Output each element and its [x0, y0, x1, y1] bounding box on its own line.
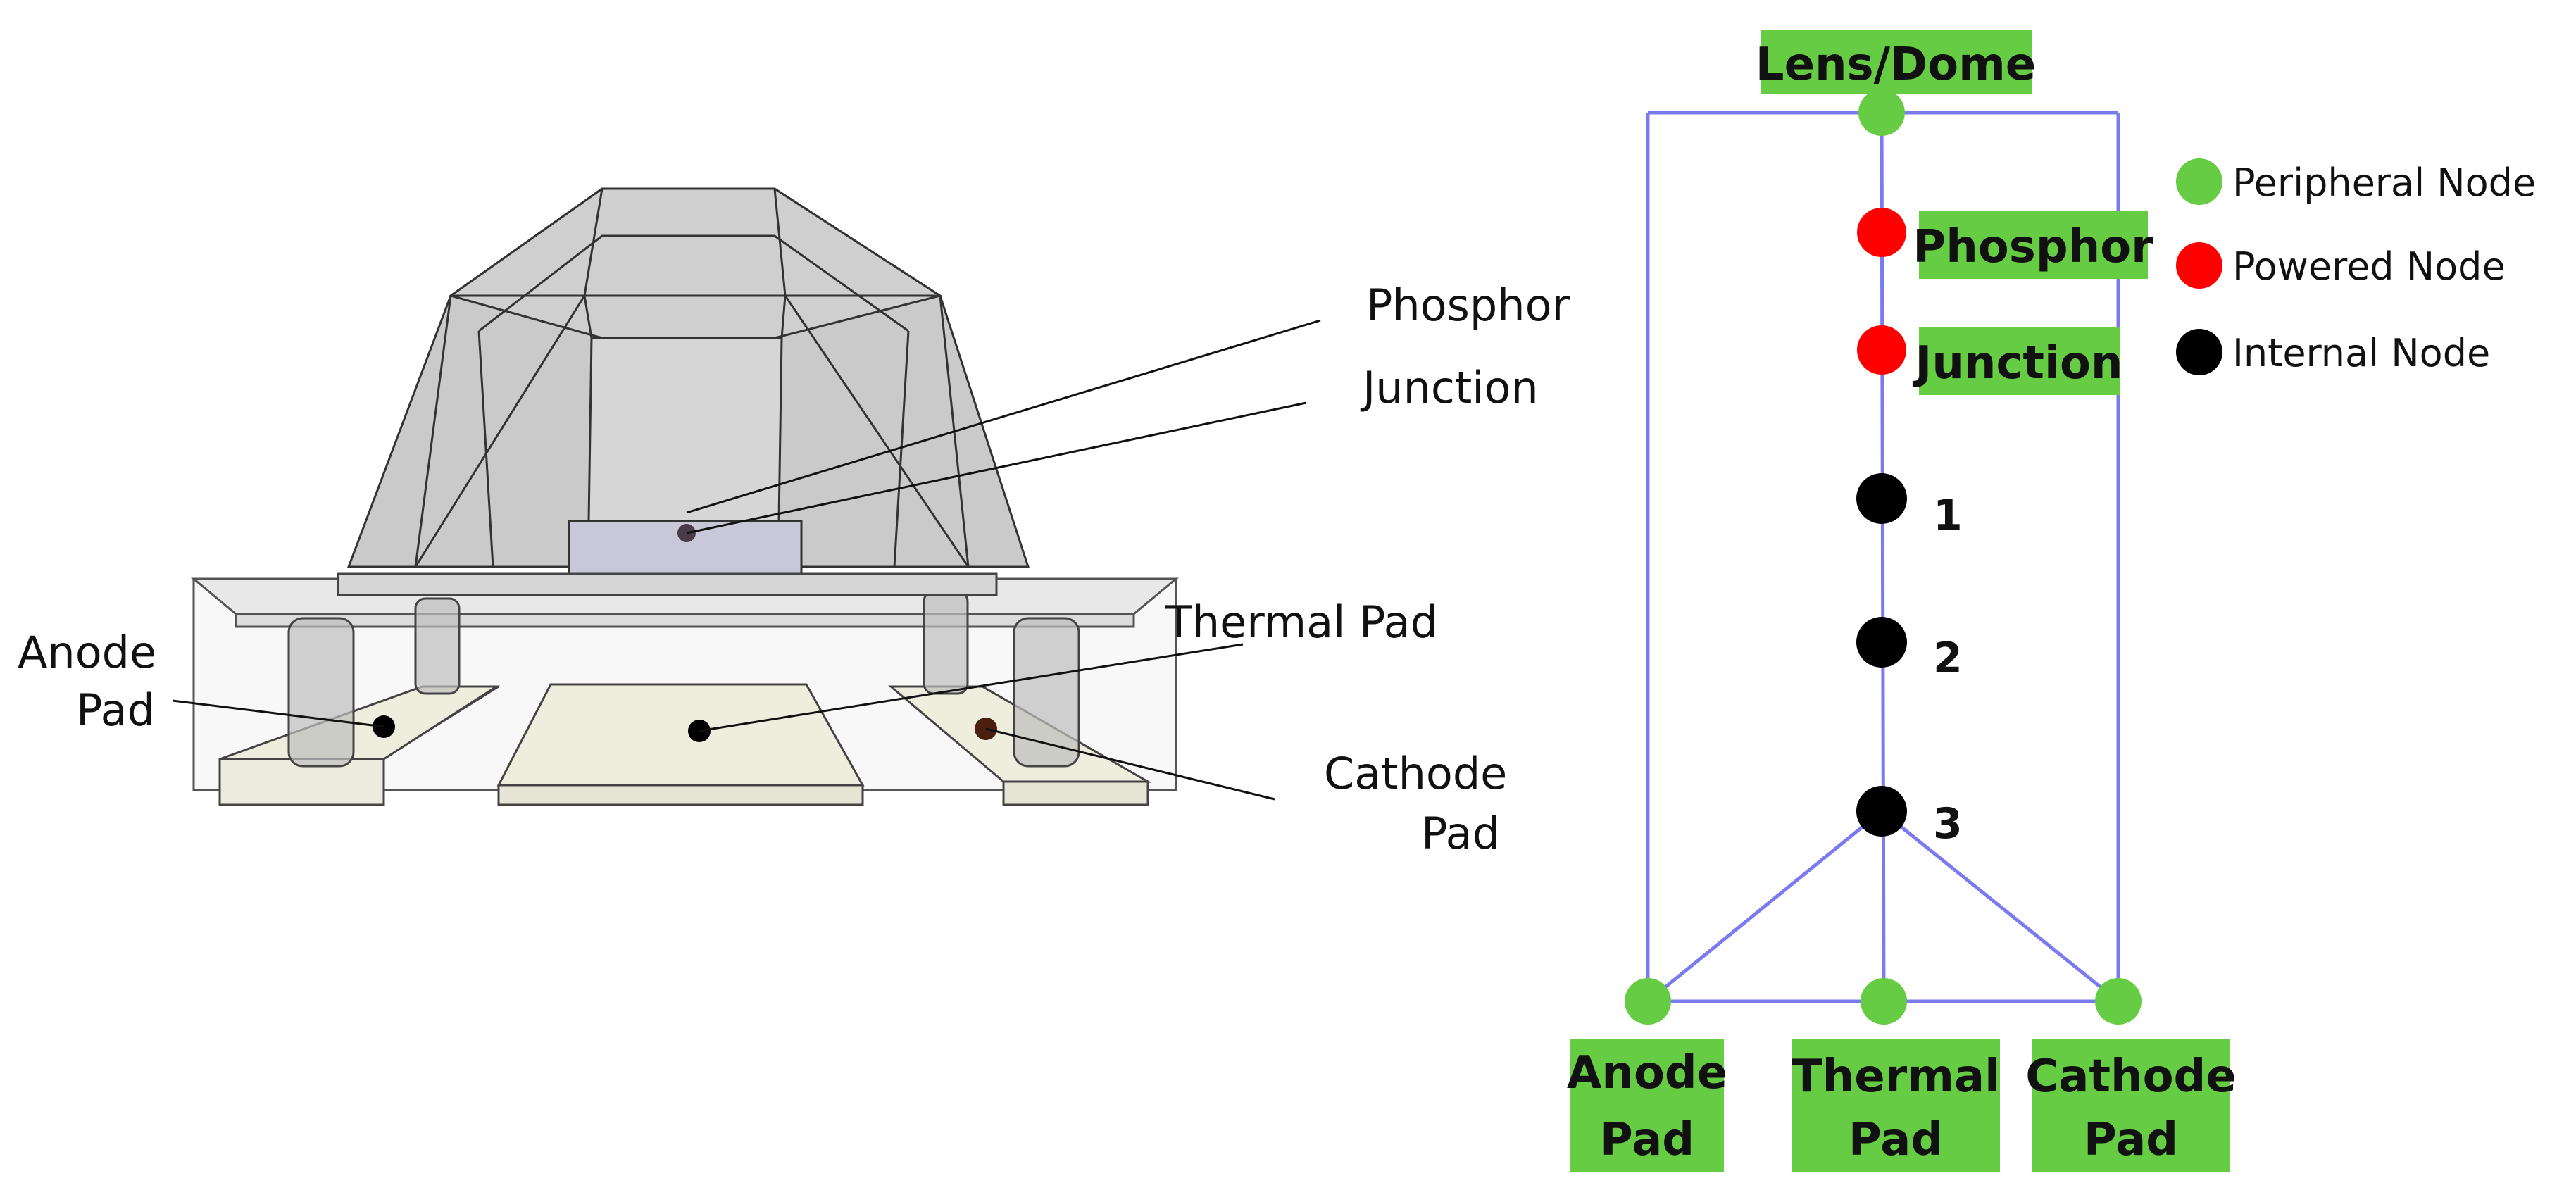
- submount-strip: [337, 572, 998, 596]
- dome-edge-6: [478, 234, 909, 332]
- phosphor-node: [1857, 208, 1906, 257]
- legend-label-powered: Powered Node: [2232, 244, 2506, 289]
- cathode-pad-leader: [985, 727, 1275, 801]
- legend-item-internal: Internal Node: [2176, 329, 2490, 375]
- cathode-pad-label-box: [2032, 1039, 2230, 1172]
- cathode-callout-line1: Cathode: [1324, 748, 1507, 799]
- cathode-callout-line2: Pad: [1421, 808, 1500, 859]
- legend-item-powered: Powered Node: [2176, 242, 2506, 289]
- dome-edge-7: [477, 330, 494, 568]
- internal-node-2: [1856, 617, 1907, 668]
- package-mid-plate: [235, 613, 1135, 628]
- legend-swatch-peripheral: [2176, 158, 2222, 205]
- legend-item-peripheral: Peripheral Node: [2176, 158, 2536, 205]
- cathode-pad-node: [2095, 978, 2142, 1025]
- thermal-pad-label-box: [1792, 1039, 2000, 1172]
- lens-dome-label: Lens/Dome: [1756, 39, 2036, 91]
- phosphor-label-box: [1919, 211, 2148, 279]
- junction-label: Junction: [1913, 337, 2123, 389]
- phosphor-leader: [686, 319, 1321, 514]
- cathode-pad-label-line1: Cathode: [2025, 1051, 2237, 1103]
- legend-swatch-powered: [2176, 242, 2222, 289]
- cathode-pad-edge: [1002, 780, 1149, 806]
- cathode-pad-label-line2: Pad: [2084, 1114, 2178, 1166]
- via-right-back: [923, 590, 969, 695]
- phosphor-label: Phosphor: [1913, 221, 2153, 273]
- lens-dome-label-box: [1761, 30, 2032, 94]
- via-pillars: [287, 590, 1080, 768]
- internal-node-1: [1856, 473, 1907, 524]
- dome-edge-8: [893, 330, 910, 568]
- internal-node-1-label: 1: [1933, 491, 1963, 540]
- anode-callout-line2: Pad: [76, 684, 155, 736]
- node-label-boxes: [1570, 30, 2230, 1172]
- junction-leader: [686, 401, 1307, 534]
- thermal-pad-leader: [699, 643, 1244, 732]
- anode-pad-label-line1: Anode: [1567, 1047, 1727, 1099]
- callout-leader-lines: [172, 319, 1321, 801]
- legend-swatch-internal: [2176, 329, 2222, 375]
- dome-edge-1: [414, 295, 452, 568]
- anode-pad-node: [1625, 978, 1671, 1025]
- thermal-pad-node: [1861, 978, 1907, 1025]
- phosphor-callout: Phosphor: [1366, 280, 1570, 331]
- edge-node3-anode: [1646, 810, 1883, 1003]
- anode-pad-label-line2: Pad: [1600, 1114, 1694, 1166]
- thermal-pad-shape: [496, 683, 865, 787]
- junction-node: [1857, 325, 1906, 375]
- led-package-illustration: Phosphor Junction Thermal Pad Anode Pad …: [18, 187, 1570, 859]
- internal-node-2-label: 2: [1933, 634, 1963, 683]
- edge-center-vertical: [1880, 112, 1886, 1002]
- thermal-pad-callout: Thermal Pad: [1165, 596, 1438, 648]
- lens-dome: [346, 187, 1030, 568]
- internal-node-3-label: 3: [1933, 799, 1963, 849]
- junction-callout: Junction: [1360, 362, 1539, 413]
- via-right-front: [1013, 617, 1080, 768]
- legend-label-internal: Internal Node: [2232, 331, 2490, 375]
- thermal-pad-label-line1: Thermal: [1792, 1051, 2000, 1103]
- thermal-pad-label-line2: Pad: [1849, 1114, 1943, 1166]
- via-left-front: [287, 617, 355, 768]
- thermal-pad-edge: [497, 784, 864, 806]
- internal-node-3: [1856, 786, 1907, 837]
- via-left-back: [414, 597, 461, 695]
- anode-callout-line1: Anode: [18, 627, 156, 678]
- anode-pad-leader: [172, 699, 384, 728]
- legend: Peripheral Node Powered Node Internal No…: [2176, 158, 2536, 375]
- thermal-node-network: Lens/Dome Phosphor Junction 1 2 3 Anode …: [1567, 30, 2237, 1172]
- junction-label-box: [1919, 327, 2120, 395]
- lens-dome-node: [1858, 89, 1905, 136]
- legend-label-peripheral: Peripheral Node: [2232, 161, 2536, 205]
- edge-node3-cathode: [1880, 810, 2120, 1003]
- anode-pad-label-box: [1570, 1039, 1724, 1172]
- dome-edge-10: [784, 295, 970, 568]
- dome-edge-9: [414, 295, 586, 568]
